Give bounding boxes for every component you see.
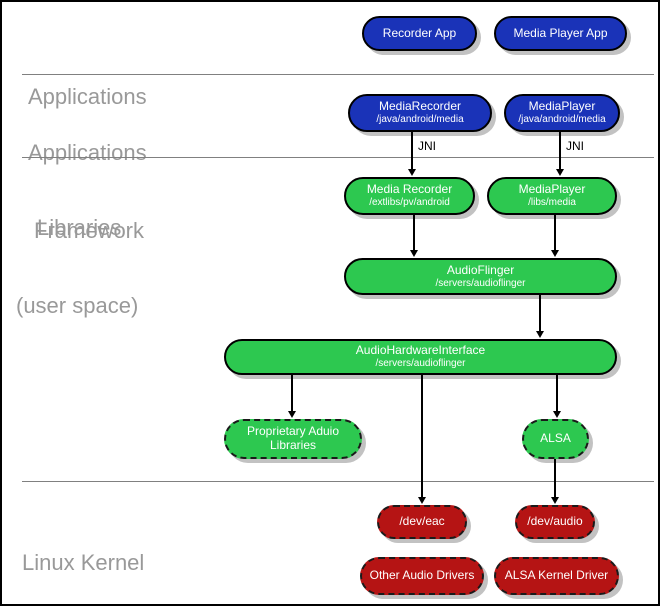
section-label-text: Applications [28, 84, 147, 109]
node-alsa: ALSA [522, 419, 589, 459]
arrowhead [418, 497, 426, 504]
node-audiohardwareinterface: AudioHardwareInterface /servers/audiofli… [224, 339, 617, 375]
node-subtitle: /servers/audioflinger [435, 277, 526, 289]
node-other-audio-drivers: Other Audio Drivers [360, 557, 484, 595]
node-subtitle: /servers/audioflinger [375, 358, 466, 370]
node-title-line2: Libraries [269, 438, 317, 452]
arrowhead [556, 169, 564, 176]
divider-applications-framework [22, 74, 654, 75]
node-title: AudioHardwareInterface [355, 343, 486, 358]
node-media-recorder-library: Media Recorder /extlibs/pv/android [344, 177, 475, 215]
section-label-libraries-user-space: Libraries (user space) [16, 163, 138, 371]
arrow-mediarecorder-jni [411, 132, 413, 170]
node-title: Proprietary Aduio [246, 424, 340, 439]
node-title: /dev/audio [527, 514, 583, 529]
section-label-applications-framework: Applications Framework [28, 88, 147, 296]
arrow-media-recorder-to-audioflinger [413, 215, 415, 251]
arrow-audioflinger-to-ahi [539, 295, 541, 332]
jni-label: JNI [418, 139, 436, 153]
section-label-text: (user space) [16, 293, 139, 318]
arrow-mediaplayer-jni [559, 132, 561, 170]
node-audioflinger: AudioFlinger /servers/audioflinger [344, 258, 617, 295]
jni-label: JNI [566, 139, 584, 153]
node-title: MediaPlayer [518, 182, 586, 197]
node-title: ALSA Kernel Driver [504, 568, 609, 583]
node-title: MediaPlayer [528, 99, 596, 114]
arrow-ahi-to-dev-eac [421, 375, 423, 498]
arrow-ahi-to-proprietary [291, 375, 293, 412]
node-subtitle: /extlibs/pv/android [369, 197, 450, 209]
node-title: MediaRecorder [378, 99, 462, 114]
node-subtitle: /java/android/media [518, 114, 606, 126]
node-title: ALSA [540, 431, 571, 446]
arrowhead [551, 250, 559, 257]
arrowhead [551, 497, 559, 504]
node-mediaplayer-framework: MediaPlayer /java/android/media [504, 94, 620, 132]
node-dev-audio: /dev/audio [515, 505, 595, 539]
divider-libraries-kernel [22, 481, 654, 482]
section-label-applications: Applications [28, 32, 147, 162]
node-mediarecorder-framework: MediaRecorder /java/android/media [348, 94, 492, 132]
arrowhead [553, 411, 561, 418]
divider-framework-libraries [22, 157, 654, 158]
node-subtitle: /libs/media [528, 197, 576, 209]
node-dev-eac: /dev/eac [377, 505, 467, 539]
section-label-linux-kernel: Linux Kernel [22, 498, 145, 604]
node-title: Media Recorder [366, 182, 453, 197]
node-alsa-kernel-driver: ALSA Kernel Driver [494, 557, 619, 595]
node-proprietary-audio-libraries: Proprietary Aduio Libraries [224, 419, 362, 459]
arrowhead [410, 250, 418, 257]
arrowhead [536, 331, 544, 338]
node-media-player-app: Media Player App [494, 16, 627, 51]
node-title: /dev/eac [399, 514, 445, 529]
section-label-text: Linux Kernel [22, 550, 145, 575]
section-label-text: Libraries [37, 215, 122, 240]
node-subtitle: /java/android/media [376, 114, 464, 126]
arrow-ahi-to-alsa [556, 375, 558, 412]
section-label-text: Framework [34, 218, 145, 243]
node-title: Other Audio Drivers [369, 568, 475, 583]
node-recorder-app: Recorder App [362, 16, 477, 51]
section-label-text: Applications [28, 140, 147, 165]
arrow-mediaplayer-to-audioflinger [554, 215, 556, 251]
arrowhead [408, 169, 416, 176]
node-mediaplayer-library: MediaPlayer /libs/media [487, 177, 617, 215]
node-title: AudioFlinger [446, 262, 515, 277]
arrow-alsa-to-dev-audio [554, 459, 556, 498]
node-title: Media Player App [513, 25, 608, 40]
arrowhead [288, 411, 296, 418]
node-title: Recorder App [382, 25, 457, 40]
